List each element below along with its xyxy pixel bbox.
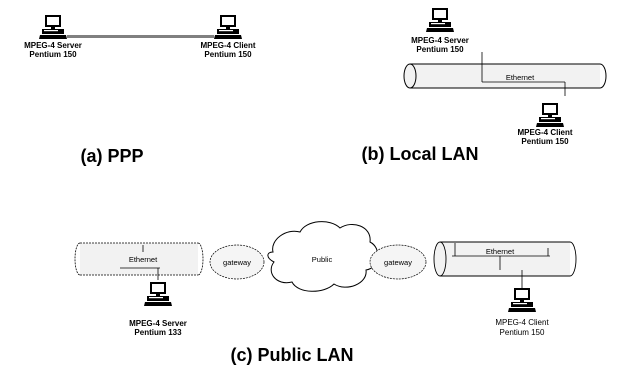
ppp-server-name: MPEG-4 Server <box>24 41 82 50</box>
ppp-server-computer-icon <box>39 15 67 39</box>
left-gateway-node <box>209 244 265 280</box>
ppp-client-name: MPEG-4 Client <box>200 41 255 50</box>
ppp-client-cpu: Pentium 150 <box>204 50 252 59</box>
local-lan-network-label: Ethernet <box>506 73 535 82</box>
panel-local-lan: MPEG-4 Server Pentium 150 Ethernet MPEG-… <box>362 8 607 164</box>
local-lan-client-name: MPEG-4 Client <box>517 128 572 137</box>
caption-ppp: (a) PPP <box>80 146 143 166</box>
public-network-cloud-icon <box>267 221 379 292</box>
right-gateway-node <box>369 244 427 280</box>
caption-local-lan: (b) Local LAN <box>362 144 479 164</box>
ppp-server-cpu: Pentium 150 <box>29 50 77 59</box>
local-lan-server-computer-icon <box>426 8 454 32</box>
local-lan-server-name: MPEG-4 Server <box>411 36 469 45</box>
public-lan-right-ethernet-label: Ethernet <box>486 247 515 256</box>
left-gateway-label: gateway <box>223 258 251 267</box>
public-lan-server-computer-icon <box>144 282 172 306</box>
local-lan-ethernet-cable <box>403 52 607 96</box>
public-cloud-label: Public <box>312 255 333 264</box>
right-gateway-label: gateway <box>384 258 412 267</box>
public-lan-server-name: MPEG-4 Server <box>129 319 187 328</box>
panel-public-lan: Ethernet gateway Public gateway Ethernet… <box>74 221 577 365</box>
panel-ppp: MPEG-4 Server Pentium 150 MPEG-4 Client … <box>24 15 256 166</box>
public-lan-client-computer-icon <box>508 288 536 312</box>
caption-public-lan: (c) Public LAN <box>230 345 353 365</box>
ppp-client-computer-icon <box>214 15 242 39</box>
local-lan-client-computer-icon <box>536 103 564 127</box>
public-lan-left-ethernet-label: Ethernet <box>129 255 158 264</box>
local-lan-server-cpu: Pentium 150 <box>416 45 464 54</box>
public-lan-client-cpu: Pentium 150 <box>500 328 545 337</box>
public-lan-right-ethernet-cable <box>433 241 577 296</box>
public-lan-server-cpu: Pentium 133 <box>134 328 182 337</box>
public-lan-client-name: MPEG-4 Client <box>495 318 549 327</box>
local-lan-client-cpu: Pentium 150 <box>521 137 569 146</box>
public-lan-left-ethernet-cable <box>74 242 204 280</box>
